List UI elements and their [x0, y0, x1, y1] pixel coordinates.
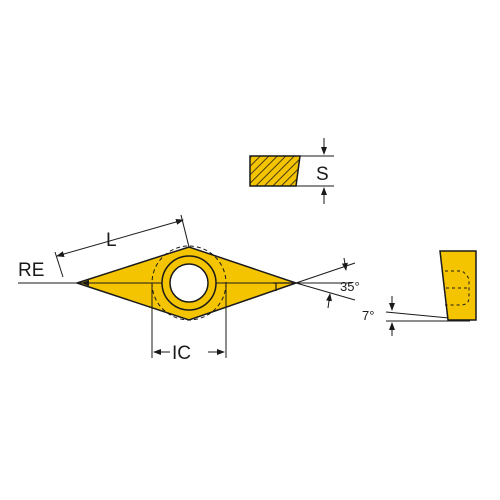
side-hole-hidden: [445, 270, 470, 306]
clearance-angle-label: 7°: [362, 308, 374, 323]
hatched-section: [249, 155, 301, 187]
insert-side-view: [439, 250, 477, 321]
thickness-section: S: [249, 138, 334, 204]
inscribed-circle-label: IC: [172, 343, 191, 364]
angle-line-lower: [295, 282, 356, 301]
l-dimension-line: [56, 219, 184, 257]
ic-label-backdrop: [170, 342, 208, 362]
side-body: [439, 250, 477, 321]
length-label: L: [106, 230, 117, 251]
corner-radius-label: RE: [18, 260, 44, 281]
angle-arrow-top: [341, 257, 348, 271]
thickness-label: S: [316, 164, 329, 185]
point-angle-label: 35°: [340, 279, 360, 294]
point-angle-annotation: 35°: [295, 257, 360, 309]
hole-inner: [169, 263, 209, 303]
angle-arrow-bottom: [326, 293, 332, 309]
insert-top-view: RE L IC: [18, 214, 299, 364]
